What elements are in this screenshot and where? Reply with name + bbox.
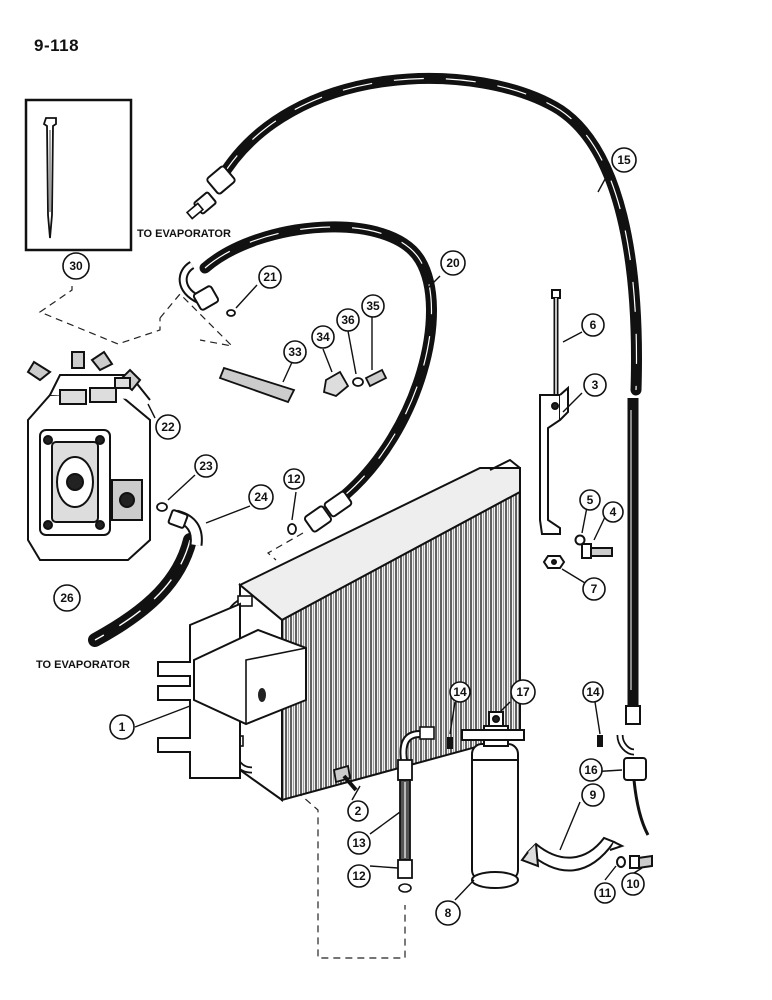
hose-24	[88, 509, 203, 647]
callout-numbers: 1 2 3 4 5 6 7 8 9 10 11 12 12 13 14 14 1…	[60, 153, 640, 920]
callout-9: 9	[590, 788, 597, 802]
callout-group	[53, 147, 645, 926]
receiver-drier-8	[461, 711, 525, 889]
callout-13: 13	[352, 836, 366, 850]
callout-7: 7	[591, 582, 598, 596]
callout-15: 15	[617, 153, 631, 167]
callout-14-left: 14	[453, 685, 467, 699]
callout-22: 22	[161, 420, 175, 434]
callout-11: 11	[599, 886, 612, 900]
callout-33: 33	[288, 345, 302, 359]
compressor-26	[26, 350, 151, 561]
callout-21: 21	[263, 270, 277, 284]
callout-8: 8	[445, 906, 452, 920]
callout-2: 2	[355, 804, 362, 818]
dashed-guides	[38, 286, 406, 959]
callout-14-right: 14	[586, 685, 600, 699]
callout-26: 26	[60, 591, 74, 605]
callout-16: 16	[584, 763, 598, 777]
callout-24: 24	[254, 490, 268, 504]
hose-15	[185, 72, 642, 705]
callout-1: 1	[119, 720, 126, 734]
callout-3: 3	[592, 378, 599, 392]
callout-23: 23	[199, 459, 213, 473]
page-number: 9-118	[34, 36, 80, 55]
to-evaporator-label-bottom: TO EVAPORATOR	[36, 659, 130, 671]
callout-6: 6	[590, 318, 597, 332]
callout-30: 30	[69, 259, 83, 273]
hose-13	[397, 726, 435, 893]
callout-12-upper: 12	[287, 472, 301, 486]
to-evaporator-label-top: TO EVAPORATOR	[137, 228, 231, 240]
clamp-9-hardware	[447, 705, 653, 872]
callout-5: 5	[587, 493, 594, 507]
bracket-3-bolt-6	[539, 289, 613, 569]
callout-35: 35	[366, 299, 380, 313]
condenser-1	[157, 458, 521, 802]
callout-34: 34	[316, 330, 330, 344]
callout-4: 4	[610, 505, 617, 519]
callout-36: 36	[341, 313, 355, 327]
callout-12-lower: 12	[352, 869, 366, 883]
hose-20	[178, 221, 437, 533]
callout-10: 10	[626, 877, 640, 891]
callout-17: 17	[516, 685, 530, 699]
callout-20: 20	[446, 256, 460, 270]
cable-tie-inset	[24, 98, 133, 252]
small-hardware	[156, 309, 388, 792]
